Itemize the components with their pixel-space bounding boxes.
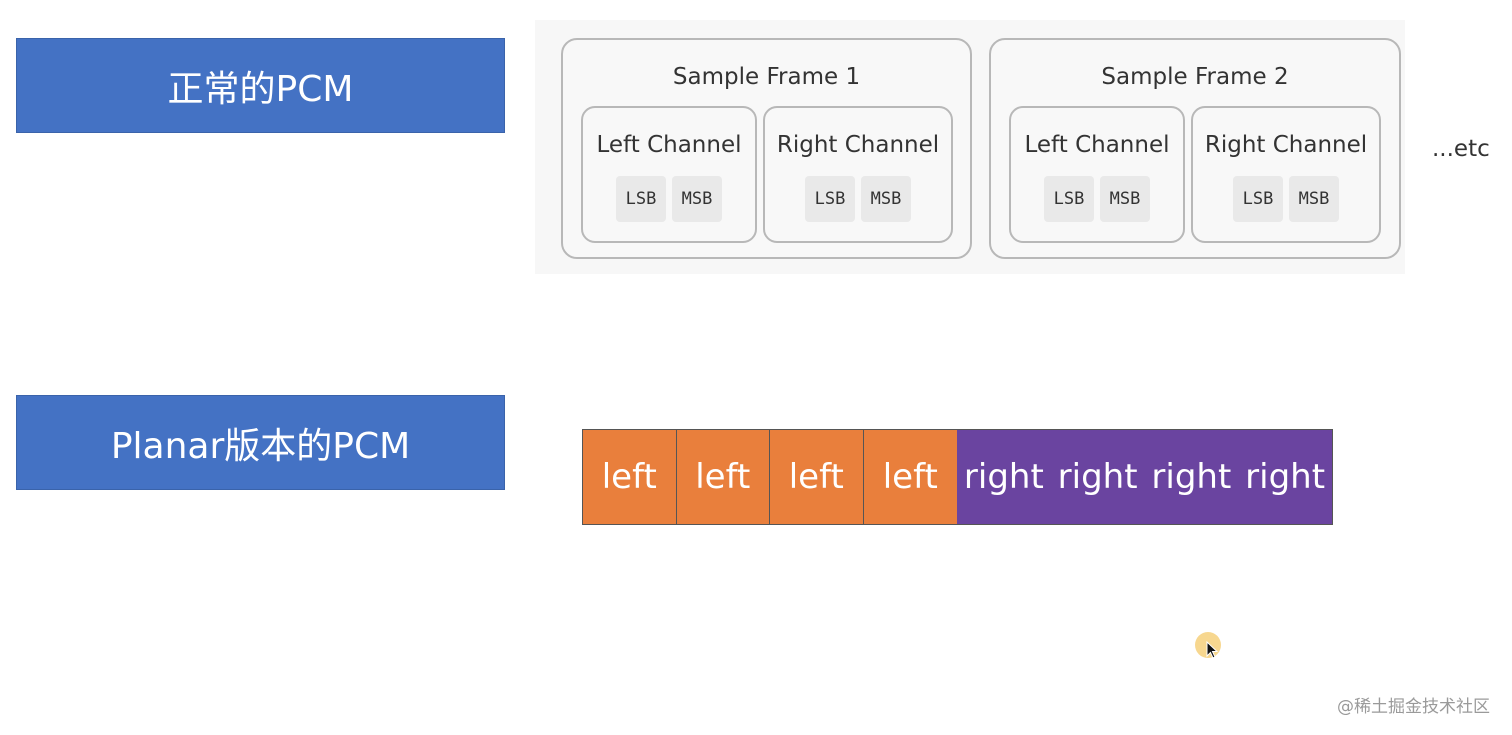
- sample-frame-1: Sample Frame 1 Left Channel LSB MSB Righ…: [561, 38, 972, 259]
- left-channel: Left Channel LSB MSB: [581, 106, 757, 243]
- planar-cell-left: left: [583, 430, 677, 524]
- msb-byte: MSB: [861, 176, 911, 222]
- planar-cell-right: right: [1050, 430, 1145, 524]
- channel-title: Right Channel: [1204, 132, 1368, 158]
- lsb-byte: LSB: [1233, 176, 1283, 222]
- planar-cell-right: right: [957, 430, 1051, 524]
- lsb-byte: LSB: [616, 176, 666, 222]
- planar-cell-left: left: [676, 430, 770, 524]
- channel-title: Left Channel: [596, 132, 742, 158]
- etc-label: ...etc: [1432, 136, 1490, 162]
- sample-frame-title: Sample Frame 1: [672, 64, 861, 90]
- mouse-pointer-icon: [1195, 632, 1221, 659]
- msb-byte: MSB: [1100, 176, 1150, 222]
- left-channel: Left Channel LSB MSB: [1009, 106, 1185, 243]
- planar-cell-left: left: [770, 430, 864, 524]
- sample-frame-title: Sample Frame 2: [1101, 64, 1289, 90]
- msb-byte: MSB: [672, 176, 722, 222]
- sample-frame-2: Sample Frame 2 Left Channel LSB MSB Righ…: [989, 38, 1401, 259]
- label-planar-pcm: Planar版本的PCM: [16, 395, 505, 490]
- right-channel: Right Channel LSB MSB: [1191, 106, 1381, 243]
- msb-byte: MSB: [1289, 176, 1339, 222]
- label-normal-pcm: 正常的PCM: [16, 38, 505, 133]
- channel-title: Left Channel: [1024, 132, 1170, 158]
- right-channel: Right Channel LSB MSB: [763, 106, 953, 243]
- watermark: @稀土掘金技术社区: [1337, 697, 1490, 717]
- lsb-byte: LSB: [805, 176, 855, 222]
- channel-title: Right Channel: [776, 132, 940, 158]
- planar-sample-row: left left left left right right right ri…: [582, 429, 1333, 525]
- planar-cell-right: right: [1144, 430, 1239, 524]
- lsb-byte: LSB: [1044, 176, 1094, 222]
- planar-cell-left: left: [863, 430, 957, 524]
- planar-cell-right: right: [1238, 430, 1332, 524]
